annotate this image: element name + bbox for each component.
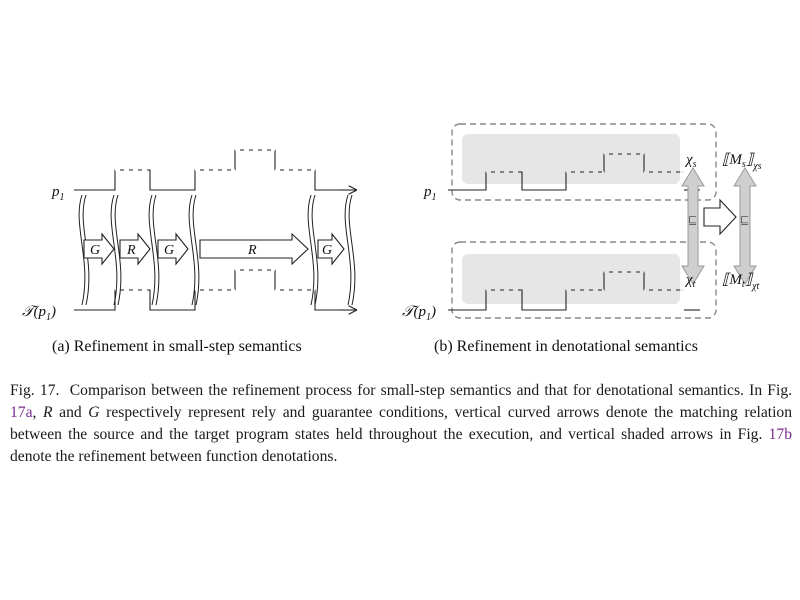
panel-a-tp1-label: 𝒯(p1) — [22, 304, 56, 323]
matching-arrow-6 — [344, 194, 356, 306]
panel-b-bottom-dashes — [486, 271, 684, 291]
den-s-label: ⟦Ms⟧χs — [722, 152, 762, 172]
rg-label-3: G — [164, 243, 174, 258]
matching-arrow-4 — [188, 194, 200, 306]
panel-a-bottom-dashes — [115, 269, 315, 291]
sqsubseteq-right: ⊑ — [740, 215, 749, 227]
panel-b: p1 𝒯(p1) ⊑ ⊑ χs χt ⟦Ms⟧χs ⟦Mt⟧χt — [402, 123, 762, 323]
den-t-label: ⟦Mt⟧χt — [722, 272, 760, 292]
panel-b-p1-label: p1 — [423, 184, 437, 203]
rg-arrow-1 — [83, 232, 115, 266]
caption-text-5: denote the refinement between function d… — [10, 448, 338, 465]
matching-arrow-3 — [148, 194, 160, 306]
caption-G: G — [88, 404, 100, 421]
figure-caption: Fig. 17. Comparison between the refineme… — [10, 380, 792, 468]
subcaption-a: (a) Refinement in small-step semantics — [52, 338, 302, 355]
sqsubseteq-left: ⊑ — [688, 215, 697, 227]
rg-label-2: R — [126, 243, 136, 258]
rg-arrow-2 — [119, 232, 151, 266]
rg-arrow-5 — [317, 232, 345, 266]
rg-label-1: G — [90, 243, 100, 258]
matching-arrow-5 — [307, 194, 319, 306]
caption-fig-number: Fig. 17. — [10, 382, 60, 399]
panel-a-p1-label: p1 — [51, 184, 65, 203]
caption-ref-17a[interactable]: 17a — [10, 404, 33, 421]
caption-text-1: Comparison between the refinement proces… — [69, 382, 793, 399]
source-box — [451, 123, 717, 201]
panel-a: p1 𝒯(p1) G R G — [22, 149, 356, 323]
chi-refinement-arrow — [681, 167, 705, 285]
matching-arrow-2 — [110, 194, 122, 306]
chi-t-label: χt — [684, 272, 696, 290]
implies-arrow — [703, 198, 737, 236]
caption-text-2: , — [32, 404, 44, 421]
caption-R: R — [43, 404, 53, 421]
caption-text-4: respectively represent rely and guarante… — [10, 404, 793, 443]
denotation-refinement-arrow — [733, 167, 757, 285]
target-shade — [462, 254, 680, 304]
rg-label-4: R — [247, 243, 257, 258]
panel-b-bottom-timeline — [448, 271, 684, 311]
source-shade — [462, 134, 680, 184]
rg-arrow-3 — [157, 232, 189, 266]
figure-17: p1 𝒯(p1) G R G — [22, 123, 762, 323]
panel-b-top-dashes — [486, 153, 684, 173]
caption-ref-17b[interactable]: 17b — [768, 426, 792, 443]
panel-b-top-timeline — [448, 153, 684, 191]
target-box — [451, 241, 717, 319]
panel-b-tp1-label: 𝒯(p1) — [402, 304, 436, 323]
chi-s-label: χs — [684, 152, 697, 170]
subcaption-b: (b) Refinement in denotational semantics — [434, 338, 698, 355]
panel-a-top-dashes — [115, 149, 315, 171]
rg-label-5: G — [322, 243, 332, 258]
caption-text-3: and — [52, 404, 89, 421]
rg-arrow-4 — [199, 232, 309, 266]
